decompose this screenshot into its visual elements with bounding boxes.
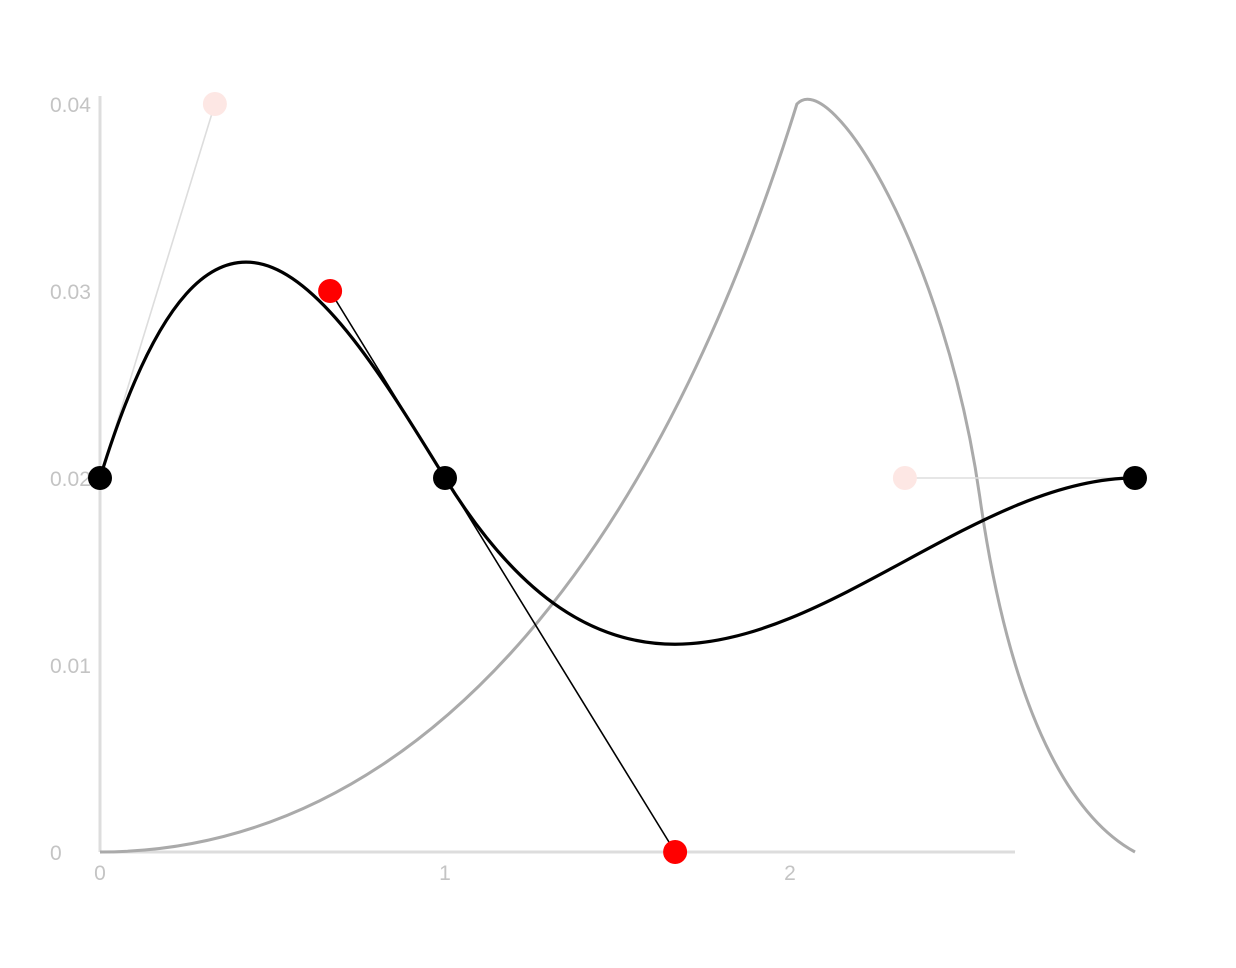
y-tick-label: 0 — [50, 842, 62, 865]
knot-point[interactable] — [1123, 466, 1147, 490]
basis-curve-layer — [99, 97, 1136, 854]
control-handle-point-inactive[interactable] — [202, 92, 227, 116]
handle-line-inactive — [99, 103, 216, 479]
x-tick-label: 2 — [784, 862, 796, 885]
y-tick-label: 0.01 — [50, 655, 91, 678]
basis-curve — [99, 97, 1136, 854]
handles-layer — [99, 103, 1135, 853]
x-tick-label: 1 — [439, 862, 451, 885]
points-layer — [88, 92, 1147, 864]
spline-curve — [98, 260, 1136, 646]
knot-point[interactable] — [88, 466, 112, 490]
control-handle-point[interactable] — [663, 840, 688, 864]
axes: 0 0.01 0.02 0.03 0.04 0 1 2 — [50, 94, 1015, 885]
y-tick-label: 0.02 — [50, 468, 91, 491]
spline-layer — [98, 260, 1136, 646]
y-tick-label: 0.03 — [50, 281, 91, 304]
x-tick-label: 0 — [94, 862, 106, 885]
knot-point[interactable] — [433, 466, 457, 490]
handle-line — [329, 290, 676, 853]
control-handle-point-inactive[interactable] — [892, 466, 917, 490]
control-handle-point[interactable] — [318, 279, 343, 303]
y-tick-label: 0.04 — [50, 94, 91, 117]
